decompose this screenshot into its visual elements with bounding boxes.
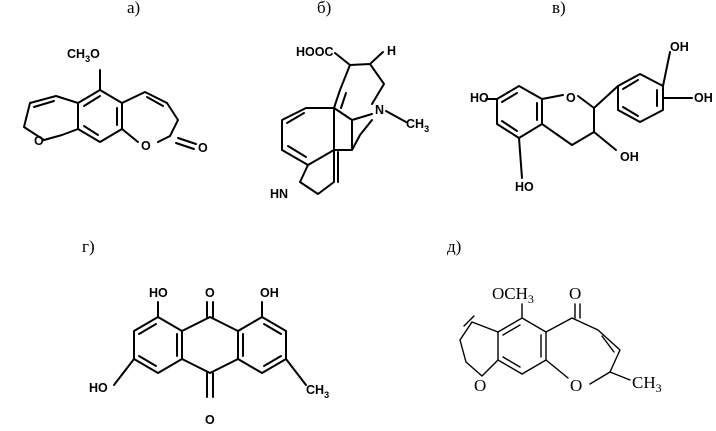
b-ring-c — [333, 119, 373, 151]
a-furan-ring — [23, 95, 79, 141]
d-bz-db1 — [502, 324, 521, 336]
v-oh2: OH — [694, 91, 713, 105]
a-pyr-db — [146, 96, 164, 107]
g-r-db2 — [263, 323, 282, 335]
b-db-c2 — [340, 92, 347, 109]
v-a-db1 — [501, 92, 518, 103]
b-cooh-bond — [334, 52, 351, 66]
v-ring-b — [617, 73, 664, 123]
label-v: в) — [552, 0, 566, 17]
a-pyr-right — [157, 102, 179, 143]
v-oh3: OH — [620, 150, 639, 164]
a-och3: CH3O — [67, 47, 100, 64]
d-och3: OCH3 — [492, 284, 534, 306]
label-d: д) — [447, 237, 461, 256]
v-ho2: HO — [515, 180, 534, 194]
g-o1: O — [205, 286, 215, 300]
b-pyrrole — [299, 149, 335, 195]
b-ch3: CH3 — [406, 117, 429, 134]
d-furan-db — [463, 315, 475, 327]
g-mid-top — [181, 316, 239, 332]
b-n: N — [375, 103, 384, 117]
b-bz-db1 — [286, 112, 305, 124]
g-o2: O — [205, 413, 215, 427]
v-c1 — [541, 94, 564, 100]
a-furan-db — [33, 100, 55, 108]
d-o1: O — [569, 284, 581, 303]
v-oh1: OH — [670, 40, 689, 54]
v-link — [593, 85, 619, 109]
v-ho2-bond — [518, 137, 523, 179]
g-l-db1 — [138, 323, 157, 335]
d-pyr — [545, 317, 621, 385]
d-pyr-o — [545, 359, 569, 379]
structure-v: OH OH HO O OH HO — [470, 40, 713, 194]
d-benzene — [497, 317, 547, 375]
a-carbonyl-o: O — [198, 141, 208, 155]
v-ho1: HO — [470, 91, 489, 105]
v-a-db2 — [501, 120, 518, 132]
g-ring-left — [133, 316, 183, 374]
g-ho1: HO — [149, 286, 168, 300]
d-bz-db3 — [502, 356, 521, 368]
label-a: а) — [127, 0, 140, 17]
a-co — [177, 137, 197, 145]
label-b: б) — [317, 0, 331, 17]
b-benzene — [281, 107, 335, 166]
g-ho2-bond — [113, 358, 135, 386]
a-co-2 — [175, 142, 195, 150]
g-ho2: HO — [89, 381, 108, 395]
v-oh1-bond — [662, 51, 671, 87]
b-n-me — [385, 110, 407, 123]
structure-a: CH3O O O O — [23, 47, 208, 155]
a-pyr-left — [121, 128, 139, 143]
g-r-db3 — [263, 355, 282, 367]
b-ring-mid2 — [351, 113, 373, 121]
v-oh3-bond — [593, 131, 617, 151]
g-ch3-bond — [285, 358, 307, 386]
b-ring-d-top — [349, 63, 385, 105]
structure-b: HOOC H N CH3 HN — [270, 44, 429, 201]
v-o: O — [566, 91, 576, 105]
g-ch3: CH3 — [306, 383, 329, 400]
d-me-bond — [609, 371, 631, 381]
b-h-bond — [369, 51, 384, 65]
label-g: г) — [82, 237, 95, 256]
v-b-db3 — [622, 106, 639, 117]
v-b-db1 — [622, 79, 639, 90]
b-ring-d-left — [339, 64, 351, 91]
g-oh1: OH — [260, 286, 279, 300]
a-furan-o: O — [34, 134, 44, 148]
d-furan — [459, 321, 499, 377]
b-hooc: HOOC — [296, 45, 334, 59]
b-db-c — [333, 89, 341, 109]
g-l-db2 — [138, 355, 157, 367]
a-db3 — [83, 125, 99, 136]
b-h: H — [387, 44, 396, 58]
structure-g: HO O OH HO O CH3 — [89, 286, 329, 427]
a-ring-o: O — [141, 139, 151, 153]
v-ring-a — [496, 85, 543, 139]
d-o3: O — [570, 376, 582, 395]
b-ring-mid — [333, 107, 353, 121]
g-ring-right — [237, 316, 287, 374]
d-o2: O — [474, 376, 486, 395]
d-ch3: CH3 — [632, 373, 662, 395]
a-db1 — [83, 95, 101, 107]
structure-d: OCH3 O O O CH3 — [459, 284, 662, 395]
a-pyr-top — [121, 91, 168, 104]
b-hn: HN — [270, 187, 288, 201]
a-benzene-ring — [77, 89, 123, 143]
g-mid-bot — [181, 358, 239, 374]
b-bz-db2 — [287, 145, 307, 158]
d-pyr-db — [601, 335, 615, 353]
